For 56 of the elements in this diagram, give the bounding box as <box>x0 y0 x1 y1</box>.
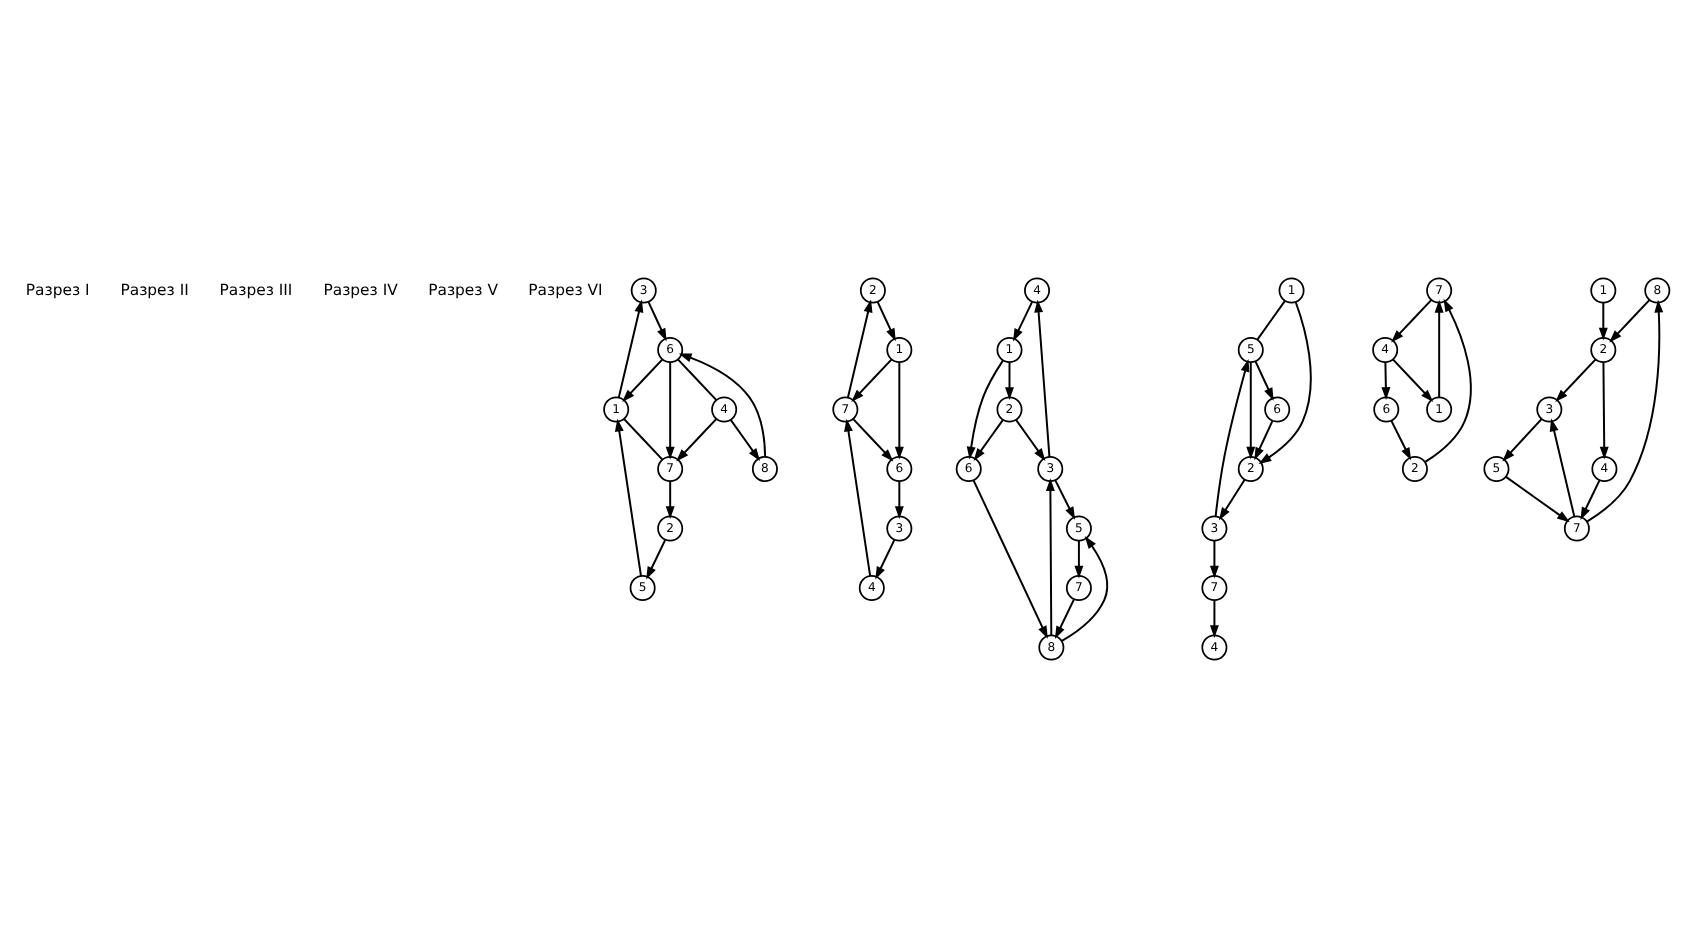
arrow <box>1555 357 1597 402</box>
arrow <box>1054 478 1076 519</box>
connector <box>677 357 718 400</box>
arrow <box>665 479 675 518</box>
arrow <box>894 360 904 459</box>
arrow <box>1214 357 1250 517</box>
arrow <box>852 417 894 461</box>
arrow <box>1434 298 1444 398</box>
arrow <box>617 298 644 398</box>
arrow <box>844 417 872 576</box>
arrow <box>846 298 873 398</box>
arrow <box>1586 298 1664 522</box>
arrow <box>894 479 904 518</box>
arrow <box>1391 298 1433 342</box>
connector <box>1256 299 1286 340</box>
arrow <box>647 300 667 341</box>
connector <box>623 417 664 460</box>
arrow <box>1209 538 1219 578</box>
arrow <box>1392 357 1434 402</box>
arrow <box>1054 597 1075 638</box>
arrow <box>1246 360 1256 459</box>
arrow <box>1502 417 1543 461</box>
arrow <box>614 417 642 576</box>
arrow <box>646 538 667 579</box>
arrow <box>729 418 761 461</box>
arrow <box>966 358 1004 459</box>
arrow <box>972 478 1048 638</box>
arrow <box>622 357 664 402</box>
arrow <box>973 418 1004 461</box>
arrow <box>851 357 893 402</box>
arrow <box>1005 360 1014 399</box>
arrow <box>1258 300 1312 463</box>
arrow <box>1609 298 1651 342</box>
arrow <box>1045 477 1055 636</box>
arrow <box>665 360 675 459</box>
arrow <box>1505 474 1570 522</box>
arrow <box>875 538 896 579</box>
arrow <box>1034 298 1051 457</box>
arrow <box>1549 417 1576 517</box>
arrow <box>1060 535 1109 641</box>
arrow <box>876 300 896 341</box>
arrow <box>1209 598 1219 637</box>
arrow <box>1390 418 1412 460</box>
arrow <box>1598 300 1608 340</box>
arrow <box>1424 297 1472 462</box>
arrow <box>1015 418 1046 461</box>
arrow <box>1580 478 1601 520</box>
arrow <box>1013 300 1033 341</box>
arrow <box>1599 360 1609 459</box>
arrow <box>678 352 767 457</box>
arrow <box>1218 477 1246 520</box>
arrow <box>1074 538 1084 578</box>
arrow <box>1254 419 1274 460</box>
arrow <box>1381 360 1391 399</box>
arrow <box>1254 359 1274 400</box>
arrow <box>676 417 718 461</box>
